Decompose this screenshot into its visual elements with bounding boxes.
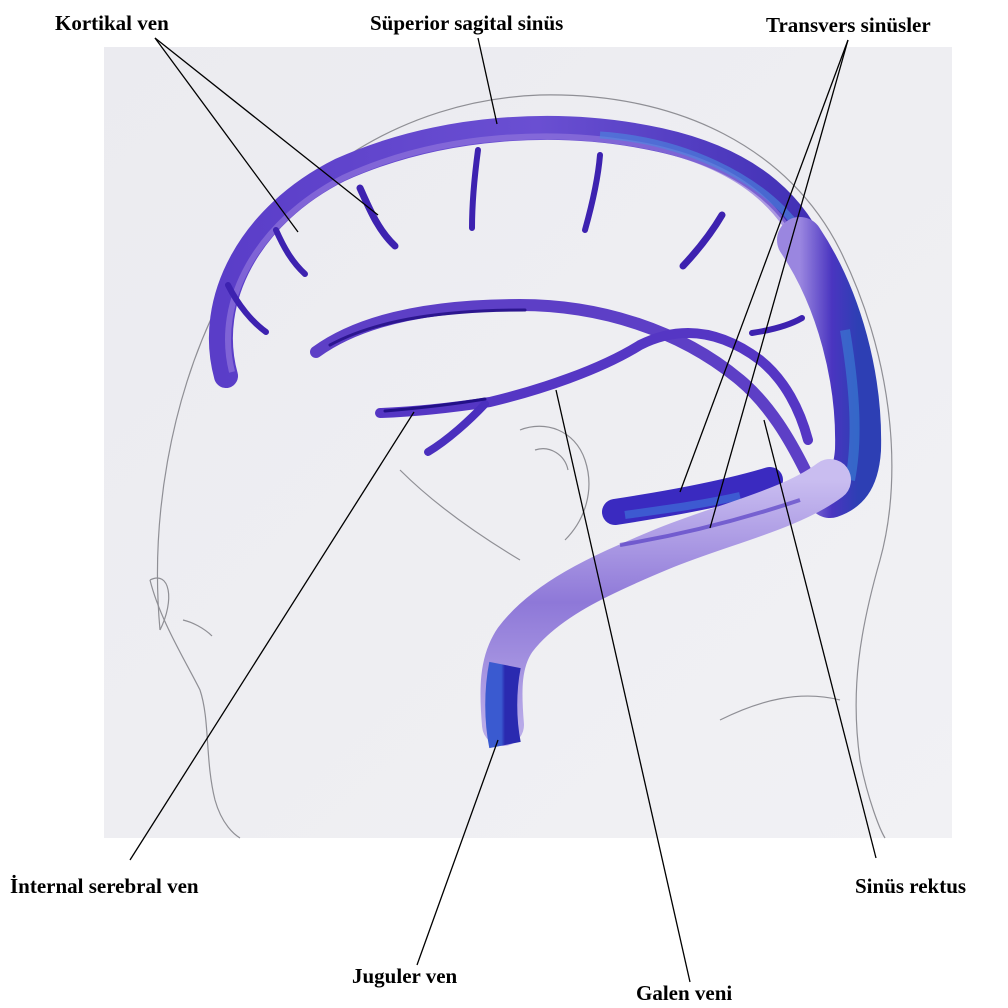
paper-background [104, 47, 952, 838]
label-internal-serebral-ven: İnternal serebral ven [10, 874, 199, 898]
label-galen-veni: Galen veni [636, 981, 732, 1005]
label-kortikal-ven: Kortikal ven [55, 11, 169, 35]
label-sinus-rektus: Sinüs rektus [855, 874, 966, 898]
label-transvers-sinusler: Transvers sinüsler [766, 13, 931, 37]
label-superior-sagital-sinus: Süperior sagital sinüs [370, 11, 563, 35]
label-juguler-ven: Juguler ven [352, 964, 458, 988]
